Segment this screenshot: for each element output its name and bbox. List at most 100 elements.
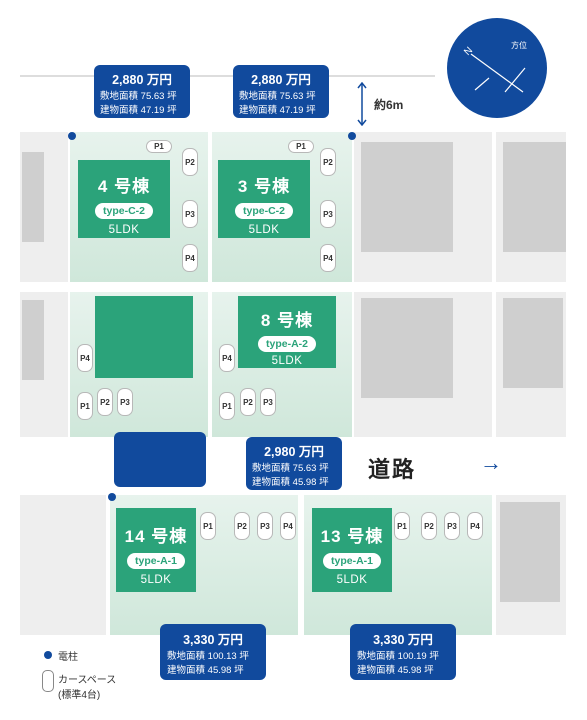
- parking-space: P3: [260, 388, 276, 416]
- building-area-value: 47.19 坪: [279, 105, 316, 116]
- parking-space: P1: [219, 392, 235, 420]
- road-label: 道路: [368, 457, 417, 482]
- building-area: 建物面積 45.98 坪: [252, 474, 336, 488]
- parking-space: P3: [444, 512, 460, 540]
- neighbor-building: [361, 142, 453, 252]
- parking-space: P4: [219, 344, 235, 372]
- land-area-value: 75.63 坪: [292, 463, 329, 474]
- building-area: 建物面積 45.98 坪: [357, 662, 449, 676]
- house-name: 8 号棟: [260, 311, 314, 330]
- parking-space: P4: [182, 244, 198, 272]
- building-area-value: 45.98 坪: [207, 665, 244, 676]
- land-area: 敷地面積 75.63 坪: [239, 88, 323, 102]
- neighbor-building: [22, 152, 44, 242]
- parking-space: P4: [280, 512, 296, 540]
- land-area: 敷地面積 75.63 坪: [252, 460, 336, 474]
- parking-space: P2: [234, 512, 250, 540]
- parking-space: P1: [394, 512, 410, 540]
- house-plan: 5LDK: [271, 355, 303, 367]
- house-plan: 5LDK: [108, 224, 140, 236]
- price-box-8[interactable]: 2,980 万円 敷地面積 75.63 坪 建物面積 45.98 坪: [246, 437, 342, 490]
- house-3[interactable]: 3 号棟 type-C-2 5LDK: [218, 160, 310, 238]
- neighbor-building: [22, 300, 44, 380]
- house-13[interactable]: 13 号棟 type-A-1 5LDK: [312, 508, 392, 592]
- house-14[interactable]: 14 号棟 type-A-1 5LDK: [116, 508, 196, 592]
- house-plan: 5LDK: [336, 574, 368, 586]
- price: 2,980 万円: [264, 445, 324, 459]
- utility-pole: [108, 493, 116, 501]
- house-name: 4 号棟: [97, 177, 151, 196]
- legend-carspace-label: カースペース: [58, 675, 117, 686]
- parking-space: P3: [320, 200, 336, 228]
- building-area: 建物面積 45.98 坪: [167, 662, 259, 676]
- utility-pole: [68, 132, 76, 140]
- neighbor-building: [361, 298, 453, 398]
- land-area-label: 敷地面積: [239, 91, 278, 102]
- parking-space: P3: [257, 512, 273, 540]
- price-box-3[interactable]: 2,880 万円 敷地面積 75.63 坪 建物面積 47.19 坪: [233, 65, 329, 118]
- parking-space: P4: [467, 512, 483, 540]
- neighbor-building: [503, 298, 563, 388]
- price-box-14[interactable]: 3,330 万円 敷地面積 100.13 坪 建物面積 45.98 坪: [160, 624, 266, 680]
- land-area-label: 敷地面積: [100, 91, 139, 102]
- parking-space: P1: [77, 392, 93, 420]
- building-area-label: 建物面積: [252, 477, 291, 488]
- building-area-label: 建物面積: [167, 665, 206, 676]
- land-area-value: 100.13 坪: [207, 651, 249, 662]
- land-area-label: 敷地面積: [252, 463, 291, 474]
- price-box-blank: [114, 432, 206, 487]
- building-area-label: 建物面積: [239, 105, 278, 116]
- neighbor-building: [503, 142, 566, 252]
- parking-space: P3: [182, 200, 198, 228]
- house-type-badge: type-A-1: [322, 553, 381, 569]
- land-area: 敷地面積 100.13 坪: [167, 648, 259, 662]
- land-area: 敷地面積 100.19 坪: [357, 648, 449, 662]
- utility-pole: [348, 132, 356, 140]
- house-plan: 5LDK: [248, 224, 280, 236]
- land-area-label: 敷地面積: [357, 651, 396, 662]
- parking-space: P2: [240, 388, 256, 416]
- parking-space: P2: [182, 148, 198, 176]
- house-name: 14 号棟: [124, 527, 188, 546]
- house-5-footprint: [95, 296, 193, 378]
- price: 3,330 万円: [183, 633, 243, 647]
- house-4[interactable]: 4 号棟 type-C-2 5LDK: [78, 160, 170, 238]
- dimension-arrow: [357, 81, 367, 127]
- building-area: 建物面積 47.19 坪: [100, 102, 184, 116]
- price: 2,880 万円: [112, 73, 172, 87]
- house-type-badge: type-C-2: [234, 203, 293, 219]
- house-type-badge: type-A-1: [126, 553, 185, 569]
- road-direction-arrow: →: [480, 450, 502, 475]
- building-area-label: 建物面積: [100, 105, 139, 116]
- house-8[interactable]: 8 号棟 type-A-2 5LDK: [238, 296, 336, 368]
- legend-pole-icon: [44, 651, 52, 659]
- parking-space: P4: [320, 244, 336, 272]
- price: 2,880 万円: [251, 73, 311, 87]
- land-area-label: 敷地面積: [167, 651, 206, 662]
- land-area-value: 100.19 坪: [397, 651, 439, 662]
- parking-space: P3: [117, 388, 133, 416]
- building-area-label: 建物面積: [357, 665, 396, 676]
- legend-pole-label: 電柱: [58, 652, 78, 663]
- legend-carspace-note: (標準4台): [58, 690, 101, 701]
- house-type-badge: type-C-2: [94, 203, 153, 219]
- parking-space: P1: [200, 512, 216, 540]
- building-area-value: 47.19 坪: [140, 105, 177, 116]
- legend-car-icon: [42, 670, 54, 692]
- neighbor-lot: [20, 495, 106, 635]
- building-area-value: 45.98 坪: [397, 665, 434, 676]
- compass-arrow-icon: [470, 53, 526, 93]
- house-type-badge: type-A-2: [257, 336, 316, 352]
- parking-space: P4: [77, 344, 93, 372]
- price-box-4[interactable]: 2,880 万円 敷地面積 75.63 坪 建物面積 47.19 坪: [94, 65, 190, 118]
- road-edge: [20, 75, 435, 77]
- land-area: 敷地面積 75.63 坪: [100, 88, 184, 102]
- parking-space: P2: [97, 388, 113, 416]
- land-area-value: 75.63 坪: [140, 91, 177, 102]
- compass-label: 方位: [511, 41, 527, 50]
- price-box-13[interactable]: 3,330 万円 敷地面積 100.19 坪 建物面積 45.98 坪: [350, 624, 456, 680]
- house-plan: 5LDK: [140, 574, 172, 586]
- parking-space: P2: [320, 148, 336, 176]
- land-area-value: 75.63 坪: [279, 91, 316, 102]
- compass: 方位 N: [447, 18, 547, 118]
